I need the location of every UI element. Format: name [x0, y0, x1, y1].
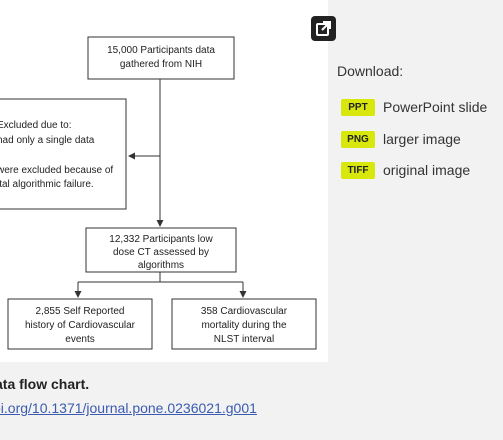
box-top-line-1: 15,000 Participants data: [107, 45, 215, 56]
box-right-line-2: mortality during the: [201, 320, 286, 331]
box-left-line-3: events: [65, 334, 94, 345]
figure-doi-link[interactable]: oi.org/10.1371/journal.pone.0236021.g001: [0, 400, 257, 416]
box-self-reported: [7, 298, 153, 350]
box-middle-line-1: 12,332 Participants low: [109, 234, 213, 245]
download-tiff-label: original image: [383, 162, 471, 178]
box-middle-line-3: algorithms: [138, 260, 184, 271]
box-participants-total: [87, 36, 235, 80]
download-png-link[interactable]: PNG larger image: [341, 128, 461, 150]
download-heading: Download:: [337, 63, 404, 79]
ppt-badge: PPT: [341, 98, 375, 116]
box-excluded-line-5: ital algorithmic failure.: [0, 179, 94, 190]
box-top-line-2: gathered from NIH: [120, 59, 202, 70]
box-left-line-1: 2,855 Self Reported: [36, 306, 125, 317]
box-excluded-line-2: had only a single data: [0, 135, 95, 146]
png-badge: PNG: [341, 130, 375, 148]
box-excluded-line-4: were excluded because of: [0, 165, 113, 176]
download-png-label: larger image: [383, 131, 461, 147]
download-ppt-link[interactable]: PPT PowerPoint slide: [341, 96, 487, 118]
box-right-line-3: NLST interval: [214, 334, 274, 345]
figure-caption-title: ata flow chart.: [0, 376, 90, 392]
download-ppt-label: PowerPoint slide: [383, 99, 488, 115]
box-middle-line-2: dose CT assessed by: [113, 247, 209, 258]
box-participants-assessed: [85, 227, 237, 273]
box-excluded: [0, 98, 127, 210]
download-tiff-link[interactable]: TIFF original image: [341, 159, 470, 181]
flowchart-diagram: 15,000 Participants data gathered from N…: [0, 36, 317, 350]
open-in-new-button[interactable]: [311, 16, 336, 41]
box-mortality: [171, 298, 317, 350]
box-excluded-line-1: Excluded due to:: [0, 120, 72, 131]
tiff-badge: TIFF: [341, 161, 375, 179]
external-link-icon: [316, 21, 331, 36]
box-left-line-2: history of Cardiovascular: [25, 320, 136, 331]
box-right-line-1: 358 Cardiovascular: [201, 306, 288, 317]
figure-image: 15,000 Participants data gathered from N…: [0, 0, 328, 362]
